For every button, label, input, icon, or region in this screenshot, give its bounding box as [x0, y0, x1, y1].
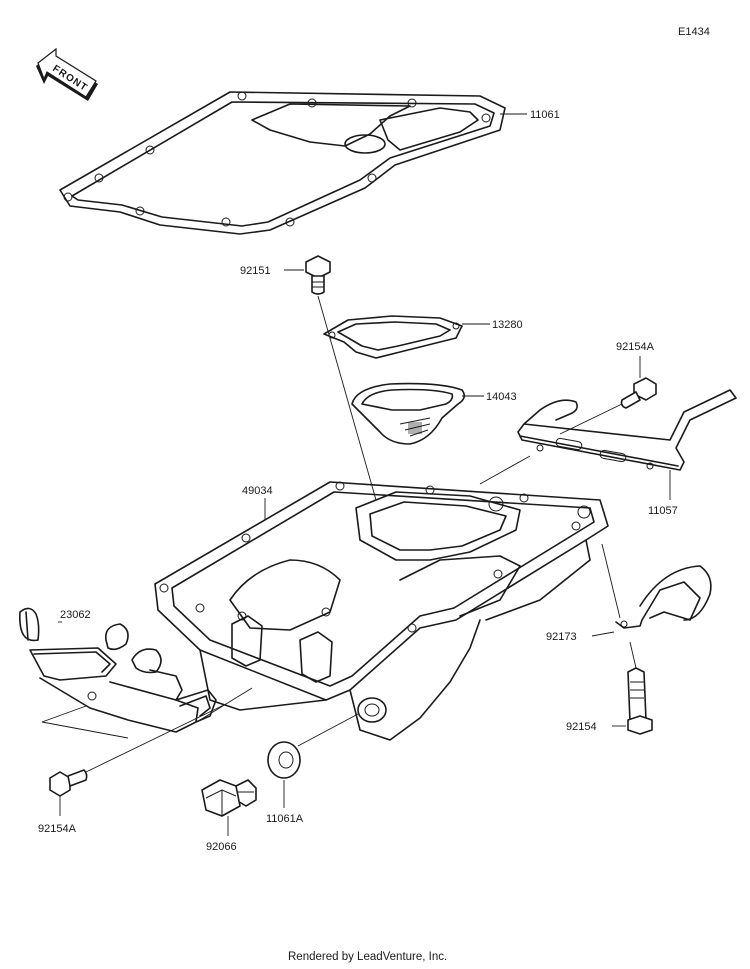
part-14043-oil-screen[interactable]: [351, 382, 466, 445]
front-arrow-icon: FRONT: [36, 47, 98, 101]
part-11061A-washer[interactable]: [267, 741, 301, 779]
part-23062-oil-pipe[interactable]: [19, 607, 217, 733]
label-92151[interactable]: 92151: [240, 265, 271, 277]
part-92154A-bolt-upper[interactable]: [620, 377, 657, 409]
label-92066[interactable]: 92066: [206, 841, 237, 853]
part-92151-bolt[interactable]: [305, 255, 331, 295]
diagram-code: E1434: [678, 26, 710, 38]
label-11061A[interactable]: 11061A: [266, 813, 304, 825]
part-92173-clamp[interactable]: [615, 565, 712, 629]
part-13280-gasket[interactable]: [323, 315, 463, 359]
part-92066-drain-plug[interactable]: [201, 779, 257, 817]
label-11061[interactable]: 11061: [530, 109, 560, 121]
part-92154-bolt[interactable]: [627, 667, 653, 735]
part-49034-oil-pan[interactable]: [154, 481, 609, 741]
part-92154A-bolt-lower[interactable]: [49, 769, 88, 797]
part-11061-gasket[interactable]: [59, 91, 506, 235]
label-92154A-top[interactable]: 92154A: [616, 341, 655, 353]
label-92154A-bottom[interactable]: 92154A: [38, 823, 77, 835]
label-92154[interactable]: 92154: [566, 721, 597, 733]
render-credit: Rendered by LeadVenture, Inc.: [288, 951, 447, 963]
label-49034[interactable]: 49034: [242, 485, 273, 497]
label-11057[interactable]: 11057: [648, 505, 678, 517]
label-13280[interactable]: 13280: [492, 319, 523, 331]
part-11057-bracket[interactable]: [517, 389, 737, 471]
label-23062[interactable]: 23062: [60, 609, 91, 621]
label-92173[interactable]: 92173: [546, 631, 577, 643]
label-14043[interactable]: 14043: [486, 391, 517, 403]
